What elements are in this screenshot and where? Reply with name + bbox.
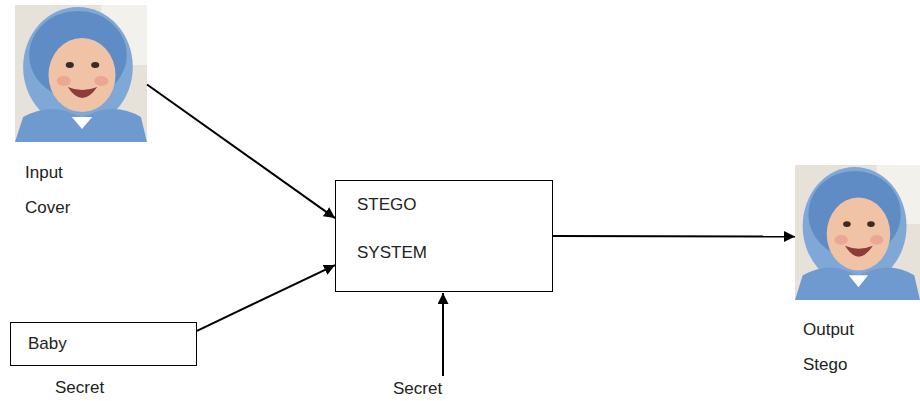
node-caption: Output Stego <box>803 312 868 382</box>
arrow-connector <box>553 235 795 238</box>
box-text: STEGO SYSTEM <box>357 181 467 277</box>
node-caption: Input Cover <box>25 155 85 225</box>
arrow-connector <box>197 265 335 331</box>
stego-photo <box>795 165 920 300</box>
cover-photo <box>15 5 147 142</box>
node-caption: Secret <box>55 378 104 398</box>
key-arrow <box>442 293 444 376</box>
secret-label: Secret <box>393 380 442 398</box>
stego-image-node: Output Stego <box>795 165 920 300</box>
label-holder: Secret <box>393 380 442 398</box>
secret-box: BabySecret <box>10 322 197 366</box>
process-box: STEGO SYSTEM <box>335 180 553 292</box>
arrow-connector <box>147 84 335 218</box>
box-text: Baby <box>28 323 67 364</box>
cover-image-node: Input Cover <box>15 5 147 142</box>
